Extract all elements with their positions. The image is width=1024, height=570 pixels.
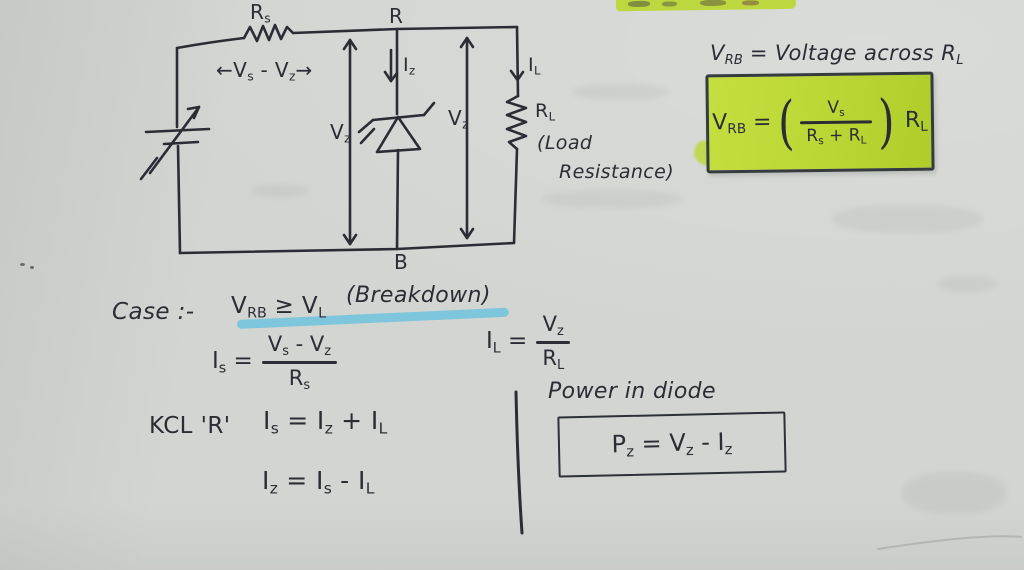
case-label: Case :-: [112, 299, 195, 325]
vrb-definition: VRB = Voltage across RL: [710, 41, 964, 68]
resistor-rl-label: RL: [535, 100, 556, 124]
ghost-mark: [902, 472, 1007, 514]
vz-measure-arrow-right: [459, 36, 475, 240]
il-current-arrow: [509, 69, 525, 82]
fraction-bar: [536, 340, 571, 344]
variable-source-symbol: [139, 105, 211, 181]
vz-right-label: Vz: [448, 106, 469, 132]
kcl-equation-2: Iz = Is - IL: [262, 466, 375, 498]
case-condition: VRB ≥ VL: [231, 293, 327, 322]
resistor-rs-label: Rs: [250, 0, 271, 26]
iz-current-arrow: [383, 48, 399, 83]
ghost-mark: [573, 84, 668, 100]
ghost-mark: [938, 276, 996, 292]
power-heading: Power in diode: [548, 379, 716, 404]
pz-formula-box: Pz = Vz - Iz: [557, 411, 787, 478]
iz-label: Iz: [403, 54, 416, 78]
is-equation-numerator: Vs - Vz: [267, 332, 332, 359]
kcl-label: KCL 'R': [149, 413, 231, 439]
il-equation: IL = Vz RL: [486, 312, 571, 373]
kcl-equation-1: Is = Iz + IL: [263, 406, 388, 438]
section-divider-line: [514, 390, 524, 535]
zener-diode-symbol: [357, 27, 436, 251]
node-label-b: B: [394, 250, 409, 274]
ghost-mark: [250, 185, 310, 197]
close-paren: ): [877, 86, 896, 156]
breakdown-note: (Breakdown): [346, 283, 491, 308]
pz-formula: Pz = Vz - Iz: [611, 428, 733, 461]
il-label: IL: [528, 54, 541, 78]
vz-left-label: Vz: [330, 120, 351, 146]
vrb-formula-lhs: VRB =: [712, 109, 772, 138]
is-equation: Is = Vs - Vz Rs: [212, 332, 338, 393]
vrb-fraction-numerator: Vs: [827, 97, 845, 119]
vrb-formula-factor: RL: [904, 107, 928, 135]
resistor-rs: [242, 23, 295, 43]
ghost-mark: [543, 190, 681, 208]
is-equation-lhs: Is =: [212, 348, 253, 377]
fraction-bar: [800, 120, 873, 125]
ghost-mark: [832, 205, 982, 233]
load-resistance-label-line1: (Load: [537, 132, 593, 154]
is-equation-denominator: Rs: [288, 365, 311, 393]
pen-dot: [30, 266, 34, 269]
fraction-bar: [261, 360, 338, 364]
node-label-r: R: [389, 4, 404, 28]
pen-dot: [20, 263, 25, 266]
vrb-fraction-denominator: Rs + RL: [806, 125, 867, 148]
vrb-fraction: Vs Rs + RL: [800, 97, 873, 147]
resistor-rl: [505, 94, 528, 151]
load-resistance-label-line2: Resistance): [559, 161, 675, 183]
vz-measure-arrow-left: [342, 38, 376, 246]
stray-pencil-line: [877, 535, 1022, 550]
vs-drop-label: ←Vs - Vz→: [216, 58, 313, 84]
il-equation-lhs: IL =: [486, 328, 528, 357]
open-paren: (: [777, 88, 795, 157]
il-equation-denominator: RL: [542, 345, 565, 373]
il-equation-numerator: Vz: [542, 312, 564, 339]
vrb-formula-box: VRB = ( Vs Rs + RL ) RL: [705, 71, 935, 174]
